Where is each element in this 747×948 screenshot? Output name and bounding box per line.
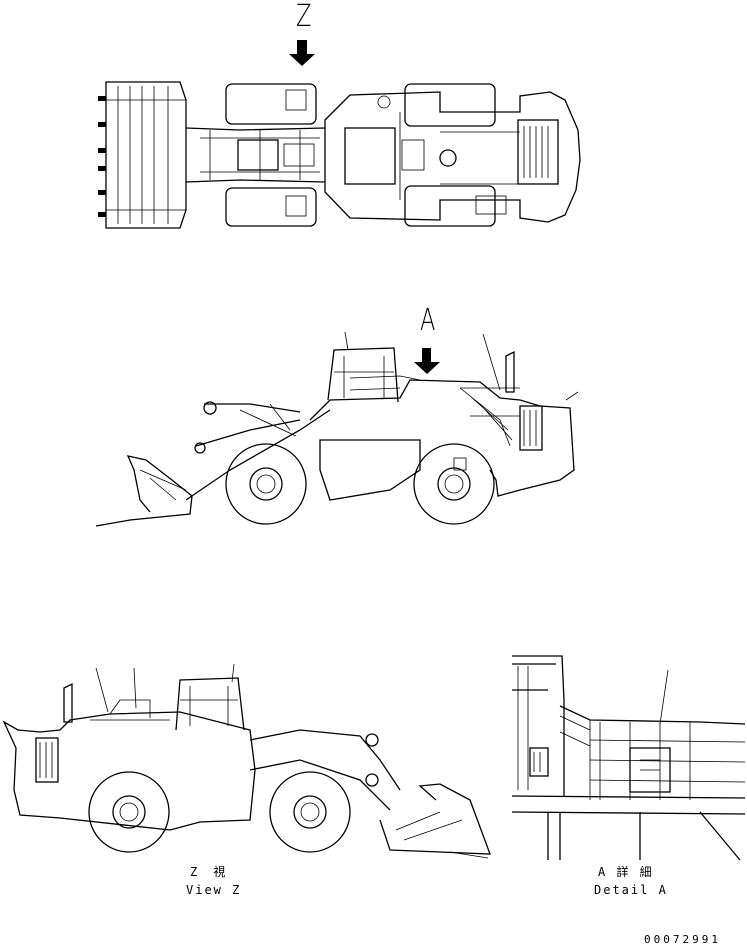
view-z-arrow-icon xyxy=(289,40,315,66)
detail-a-marker-label: A xyxy=(420,303,436,338)
detail-a-arrow-icon xyxy=(414,348,440,374)
side-view-drawing xyxy=(95,331,579,527)
drawing-number: 00072991 xyxy=(644,933,721,946)
detail-a-caption-en: Detail A xyxy=(594,883,668,897)
view-z-drawing xyxy=(2,663,491,859)
detail-a-drawing xyxy=(511,655,746,861)
view-z-caption-jp: Z 視 xyxy=(190,865,228,879)
view-z-marker-label: Z xyxy=(296,0,312,34)
detail-a-caption-jp: A 詳 細 xyxy=(598,865,654,879)
top-view-drawing xyxy=(98,40,581,229)
view-z-caption-en: View Z xyxy=(186,883,242,897)
